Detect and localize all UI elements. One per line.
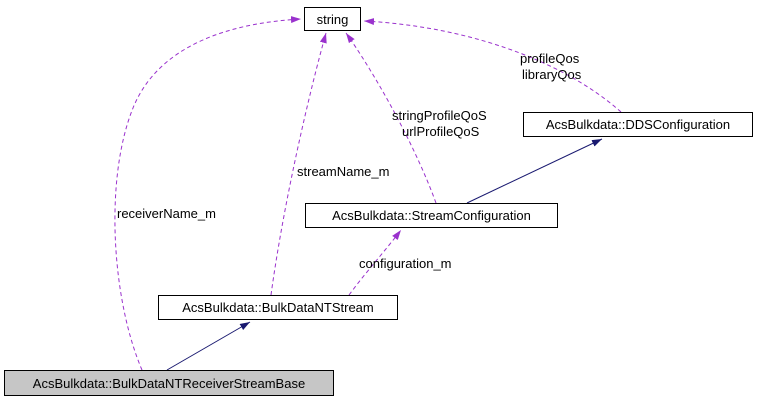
edge-profile-qos-library-qos [363, 18, 622, 113]
edge-label-url-profile-qos: urlProfileQoS [402, 124, 480, 139]
class-node-dds-configuration-label: AcsBulkdata::DDSConfiguration [545, 117, 731, 132]
edge-inheritance-streamconfig-to-ddsconfig [466, 138, 603, 204]
edge-stream-name-m [270, 32, 327, 296]
class-node-bulk-data-nt-stream-label: AcsBulkdata::BulkDataNTStream [182, 300, 374, 315]
edge-label-profile-qos: profileQos [520, 51, 580, 66]
class-node-bulk-data-nt-receiver-stream-base: AcsBulkdata::BulkDataNTReceiverStreamBas… [4, 370, 334, 396]
class-node-string-label: string [316, 11, 349, 27]
class-node-bulk-data-nt-stream[interactable]: AcsBulkdata::BulkDataNTStream [158, 295, 398, 320]
class-node-dds-configuration[interactable]: AcsBulkdata::DDSConfiguration [523, 112, 753, 137]
edge-label-string-profile-qos: stringProfileQoS [392, 108, 487, 123]
edge-configuration-m [348, 229, 402, 296]
class-node-string[interactable]: string [304, 7, 361, 31]
edge-label-configuration-m: configuration_m [359, 256, 452, 271]
edge-inheritance-receiver-to-stream [166, 321, 251, 371]
class-node-stream-configuration-label: AcsBulkdata::StreamConfiguration [332, 208, 531, 223]
edge-string-profile-qos [345, 32, 437, 204]
class-node-stream-configuration[interactable]: AcsBulkdata::StreamConfiguration [305, 203, 558, 228]
edge-label-receiver-name-m: receiverName_m [117, 206, 216, 221]
class-node-bulk-data-nt-receiver-stream-base-label: AcsBulkdata::BulkDataNTReceiverStreamBas… [32, 375, 306, 391]
edge-receiver-name-m [114, 16, 302, 371]
edge-label-stream-name-m: streamName_m [297, 164, 390, 179]
edge-label-library-qos: libraryQos [522, 67, 582, 82]
